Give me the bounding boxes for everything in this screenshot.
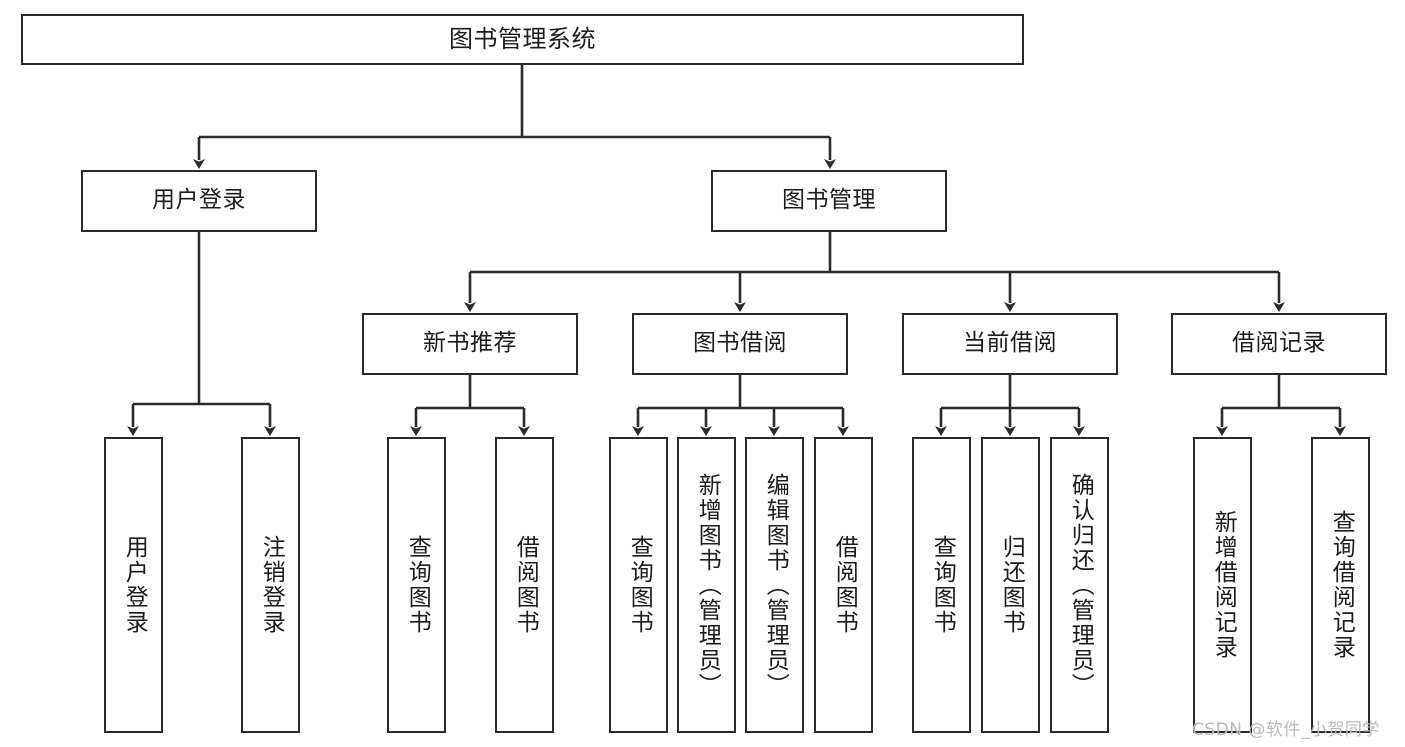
node-leaf-return-book[interactable]: 归还图书 — [981, 437, 1040, 733]
node-label: 图书管理系统 — [449, 25, 596, 54]
node-leaf-add-book-admin[interactable]: 新增图书（管理员） — [677, 437, 736, 733]
node-label: 借阅图书 — [831, 535, 858, 635]
node-label: 查询图书 — [626, 535, 653, 635]
node-leaf-query-book-2[interactable]: 查询图书 — [609, 437, 668, 733]
node-leaf-query-book-3[interactable]: 查询图书 — [912, 437, 971, 733]
node-label: 查询图书 — [404, 535, 431, 635]
node-leaf-query-borrow-record[interactable]: 查询借阅记录 — [1311, 437, 1370, 733]
node-new-book-recommend[interactable]: 新书推荐 — [362, 313, 578, 375]
node-label: 编辑图书（管理员） — [762, 472, 789, 698]
node-label: 图书管理 — [782, 187, 876, 214]
node-label: 注销登录 — [258, 535, 285, 635]
node-label: 当前借阅 — [963, 330, 1057, 357]
node-label: 确认归还（管理员） — [1067, 472, 1094, 698]
node-label: 查询图书 — [929, 535, 956, 635]
node-label: 新书推荐 — [423, 330, 517, 357]
node-label: 新增借阅记录 — [1210, 510, 1237, 660]
node-current-borrow[interactable]: 当前借阅 — [902, 313, 1118, 375]
node-leaf-confirm-return-admin[interactable]: 确认归还（管理员） — [1050, 437, 1109, 733]
node-leaf-edit-book-admin[interactable]: 编辑图书（管理员） — [745, 437, 804, 733]
node-label: 归还图书 — [998, 535, 1025, 635]
node-leaf-borrow-book-2[interactable]: 借阅图书 — [814, 437, 873, 733]
node-label: 借阅记录 — [1232, 330, 1326, 357]
node-leaf-user-login[interactable]: 用户登录 — [104, 437, 163, 733]
node-label: 查询借阅记录 — [1328, 510, 1355, 660]
node-book-borrow[interactable]: 图书借阅 — [632, 313, 848, 375]
node-root-system[interactable]: 图书管理系统 — [21, 14, 1024, 65]
csdn-watermark: CSDN @软件_小贺同学 — [1192, 720, 1380, 740]
node-book-management[interactable]: 图书管理 — [711, 170, 947, 232]
node-leaf-borrow-book-1[interactable]: 借阅图书 — [495, 437, 554, 733]
node-label: 用户登录 — [121, 535, 148, 635]
node-label: 借阅图书 — [512, 535, 539, 635]
node-leaf-logout-login[interactable]: 注销登录 — [241, 437, 300, 733]
node-label: 图书借阅 — [693, 330, 787, 357]
node-label: 用户登录 — [152, 187, 246, 214]
node-leaf-add-borrow-record[interactable]: 新增借阅记录 — [1193, 437, 1252, 733]
node-borrow-record[interactable]: 借阅记录 — [1171, 313, 1387, 375]
node-user-login[interactable]: 用户登录 — [81, 170, 317, 232]
node-leaf-query-book-1[interactable]: 查询图书 — [387, 437, 446, 733]
node-label: 新增图书（管理员） — [694, 472, 721, 698]
